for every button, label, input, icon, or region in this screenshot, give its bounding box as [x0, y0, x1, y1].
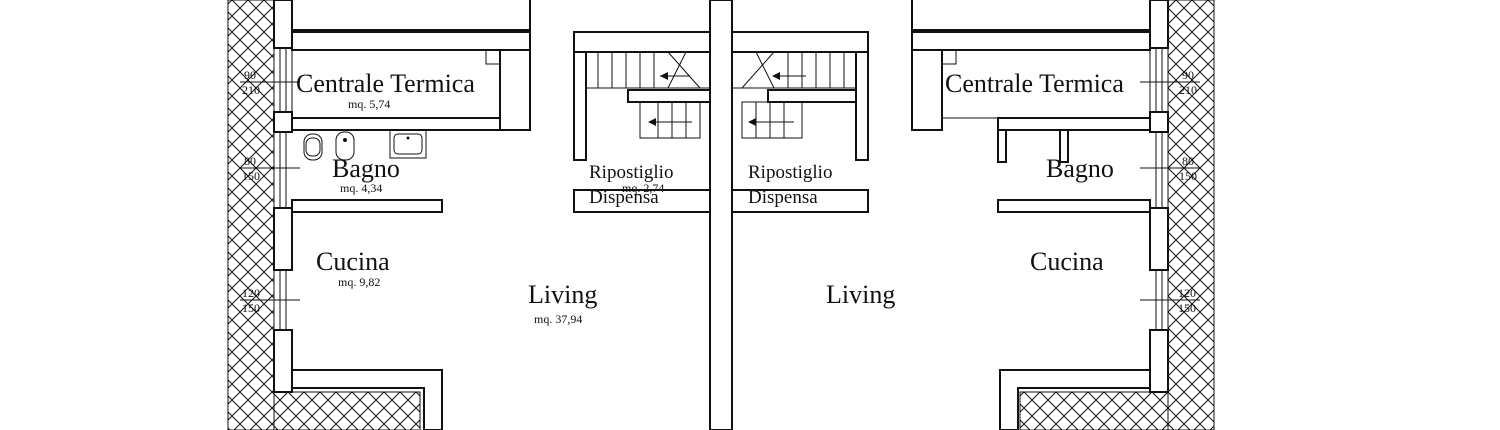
- left-window-2-height: 150: [242, 169, 260, 183]
- bathroom-fixtures-left: [303, 129, 427, 161]
- left-living-area: mq. 37,94: [534, 312, 582, 326]
- left-window-3-width: 120: [242, 286, 260, 300]
- left-bagno-area: mq. 4,34: [340, 181, 382, 195]
- paving-right: [1167, 0, 1215, 430]
- paving-right-bottom: [1019, 391, 1169, 430]
- left-cucina-area: mq. 9,82: [338, 275, 380, 289]
- right-window-2-height: 150: [1179, 169, 1197, 183]
- left-centrale-termica-area: mq. 5,74: [348, 97, 390, 111]
- right-window-1-height: 210: [1179, 83, 1197, 97]
- stair-treads-right: [741, 51, 845, 138]
- right-bagno-label: Bagno: [1046, 154, 1114, 183]
- left-window-1-width: 90: [244, 68, 256, 82]
- left-window-2-width: 80: [244, 154, 256, 168]
- right-cucina-label: Cucina: [1030, 247, 1104, 276]
- right-ripostiglio-label: Ripostiglio: [748, 162, 832, 183]
- left-cucina-label: Cucina: [316, 247, 390, 276]
- window-markers-right: [1140, 48, 1200, 330]
- paving-left-bottom: [273, 391, 421, 430]
- stair-treads-left: [597, 51, 701, 138]
- right-living-label: Living: [826, 280, 895, 309]
- paving-left: [227, 0, 275, 430]
- right-window-1-width: 90: [1182, 68, 1194, 82]
- left-ripostiglio-area: mq. 2,74: [622, 181, 664, 195]
- left-ripostiglio-label: Ripostiglio: [589, 162, 673, 183]
- right-window-3-height: 150: [1178, 301, 1196, 315]
- left-centrale-termica-label: Centrale Termica: [296, 69, 475, 98]
- right-centrale-termica-label: Centrale Termica: [945, 69, 1124, 98]
- right-window-3-width: 120: [1178, 286, 1196, 300]
- right-window-2-width: 80: [1182, 154, 1194, 168]
- left-living-label: Living: [528, 280, 597, 309]
- right-unit-walls: [731, 0, 1169, 430]
- right-dispensa-label: Dispensa: [748, 187, 818, 208]
- left-window-3-height: 150: [242, 301, 260, 315]
- window-markers-left: [240, 48, 300, 330]
- left-window-1-height: 210: [242, 83, 260, 97]
- left-unit-walls: [273, 0, 733, 430]
- left-bagno-label: Bagno: [332, 154, 400, 183]
- left-dispensa-label: Dispensa: [589, 187, 659, 208]
